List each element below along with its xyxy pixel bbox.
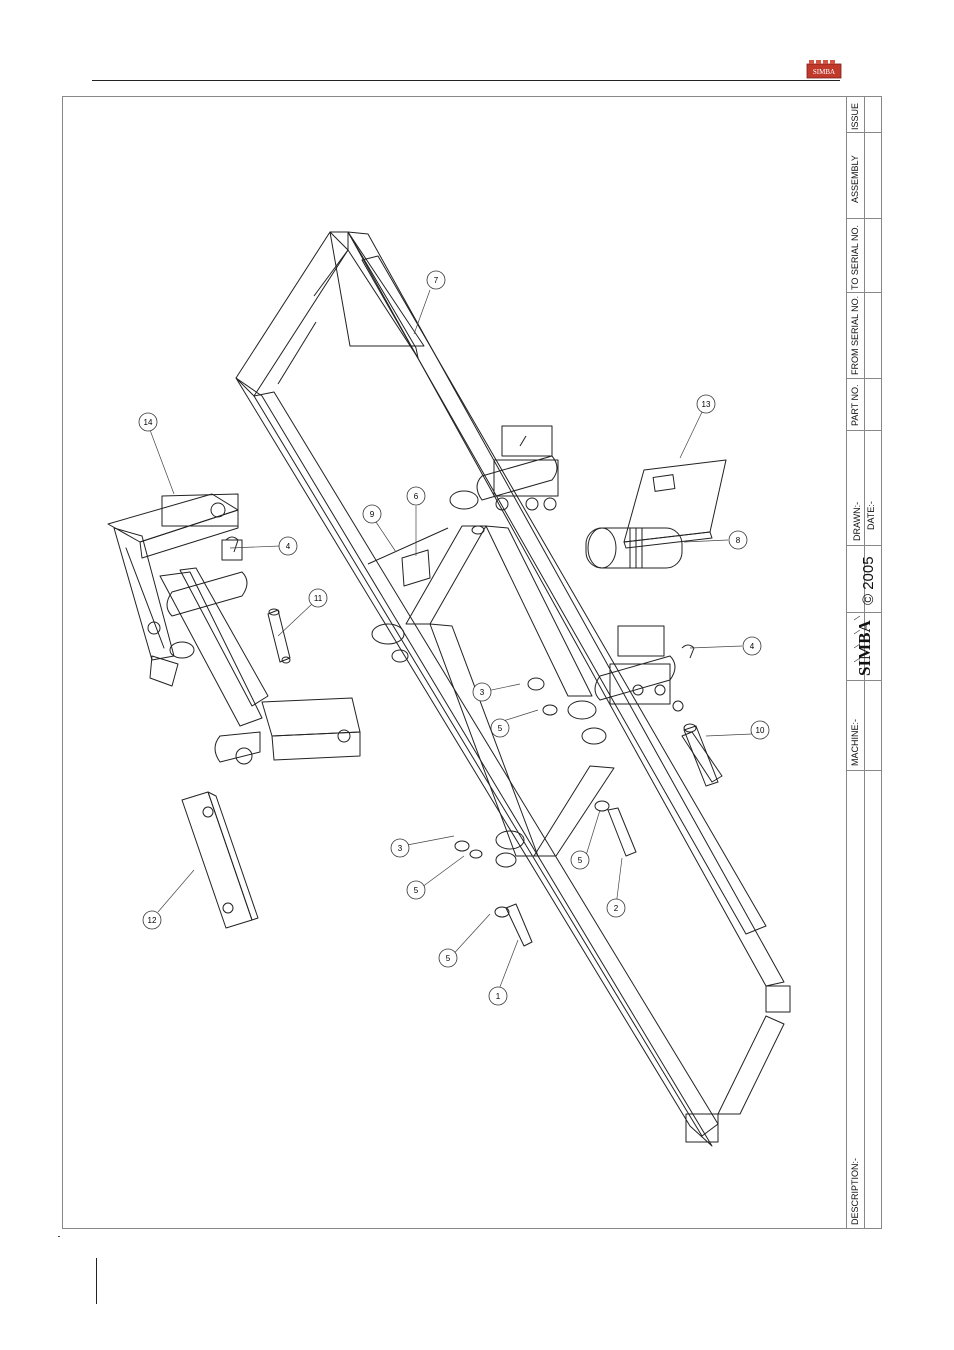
svg-text:4: 4 [286,542,291,551]
callout-2: 2 [607,899,625,917]
bearings [372,624,609,917]
title-logo-text: SIMBA [855,620,874,676]
copyright-text: © 2005 [860,556,877,605]
callout-4b: 4 [743,637,761,655]
machine-label: MACHINE:- [850,719,860,766]
margin-mark [58,1236,60,1237]
manual-13 [624,460,726,548]
logo-text: SIMBA [813,68,835,76]
callout-13: 13 [697,395,715,413]
callout-6: 6 [407,487,425,505]
svg-text:8: 8 [736,536,741,545]
linch-pins [226,537,694,658]
exploded-assembly-drawing: 14 4 11 12 9 6 7 13 8 3 5 4 10 3 5 5 1 5… [62,96,846,1229]
callout-5a: 5 [491,719,509,737]
svg-text:9: 9 [370,510,375,519]
callout-9: 9 [363,505,381,523]
callout-7: 7 [427,271,445,289]
callout-3a: 3 [473,683,491,701]
svg-text:7: 7 [434,276,439,285]
callout-5d: 5 [571,851,589,869]
header-rule [92,80,840,81]
svg-text:2: 2 [614,904,619,913]
callout-5b: 5 [407,881,425,899]
svg-text:5: 5 [446,954,451,963]
drawn-label: DRAWN:- [852,502,862,541]
from-serial-label: FROM SERIAL NO. [850,296,860,375]
main-frame [236,232,790,1146]
assembly-label: ASSEMBLY [850,155,860,203]
arm-12 [182,792,258,928]
description-label: DESCRIPTION:- [850,1158,860,1225]
callout-3b: 3 [391,839,409,857]
svg-text:14: 14 [144,418,153,427]
part-no-label: PART NO. [850,384,860,426]
callout-1: 1 [489,987,507,1005]
svg-text:3: 3 [398,844,403,853]
svg-text:3: 3 [480,688,485,697]
page-margin-rule [96,1258,97,1304]
svg-text:5: 5 [498,724,503,733]
svg-text:5: 5 [578,856,583,865]
title-block-logo: SIMBA [850,614,880,678]
callout-12: 12 [143,911,161,929]
svg-text:5: 5 [414,886,419,895]
yoke-assembly [108,494,360,764]
svg-text:1: 1 [496,992,501,1001]
simba-logo: SIMBA [806,58,842,80]
pin-11 [268,609,290,663]
callout-10: 10 [751,721,769,739]
callout-4a: 4 [279,537,297,555]
svg-text:6: 6 [414,492,419,501]
svg-text:13: 13 [702,400,711,409]
svg-text:10: 10 [756,726,765,735]
callout-14: 14 [139,413,157,431]
callouts: 14 4 11 12 9 6 7 13 8 3 5 4 10 3 5 5 1 5… [139,271,769,1005]
svg-text:4: 4 [750,642,755,651]
svg-text:12: 12 [148,916,157,925]
canister-8 [586,528,682,568]
callout-11: 11 [309,589,327,607]
issue-label: ISSUE [850,103,860,130]
callout-5c: 5 [439,949,457,967]
callout-8: 8 [729,531,747,549]
to-serial-label: TO SERIAL NO. [850,225,860,290]
date-label: DATE:- [866,501,876,530]
hitch-plates-lower [568,626,683,744]
svg-text:11: 11 [314,594,323,603]
